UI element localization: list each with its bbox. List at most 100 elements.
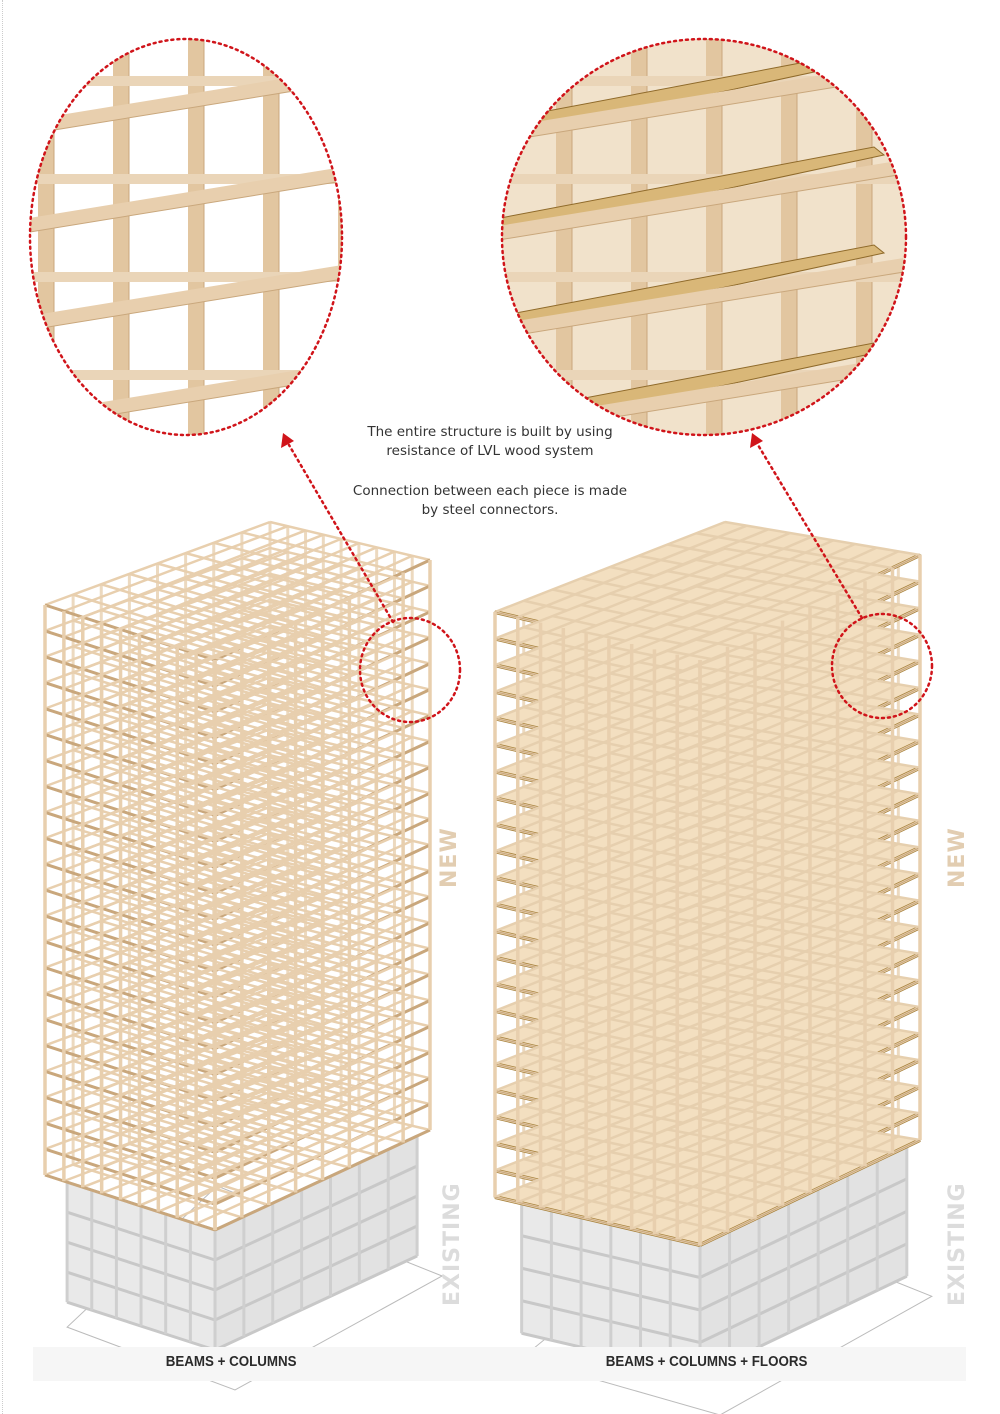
beam [724,786,921,823]
beams-columns-floors-building [493,520,933,1414]
beam [129,572,296,624]
edge-beam [44,1173,216,1232]
beam [523,1184,728,1234]
beam [724,866,921,902]
beam [269,520,431,562]
existing-slab [214,1194,418,1292]
edge-beam [44,1121,216,1180]
edge-beam [44,862,216,921]
arrowhead-icon [281,433,294,448]
beam [724,1052,921,1089]
detail-beam [30,258,342,342]
caption-beams-columns: BEAMS + COLUMNS [165,1354,297,1370]
edge-beam [44,655,216,714]
existing-slab [699,1242,908,1344]
detail-beam [502,160,906,244]
detail-beam-edge [502,271,905,343]
beam [696,638,893,676]
existing-slab [214,1224,418,1322]
beam [724,813,921,849]
edge-beam [44,1147,216,1206]
detail-beam [30,160,342,244]
callout-markers [28,37,934,724]
edge-beam [44,784,216,843]
beam [724,760,921,796]
new-label-right: NEW [945,827,970,888]
beam [724,680,921,716]
edge-beam [44,1018,216,1076]
page-edge-divider [2,0,3,1414]
detail-beam-edge [30,271,342,343]
beam [724,1079,921,1115]
edge-beam [44,1069,216,1128]
connection-note: Connection between each piece is made by… [330,482,650,520]
detail-beam [0,461,386,531]
note-line-2: resistance of LVL wood system [386,443,594,459]
edge-beam [44,836,216,895]
detail-beam-edge [502,75,905,147]
beam [157,562,323,612]
caption-bar [33,1347,966,1381]
detail-beam [30,39,342,48]
detail-callout-circle-left [28,37,344,437]
beam [696,532,893,570]
beam [724,919,921,956]
beam [724,972,921,1009]
edge-beam [44,629,216,688]
callout-leader-left [287,443,395,624]
beam [724,839,921,876]
existing-label-left: EXISTING [440,1182,465,1306]
beam [213,541,377,587]
beam [724,893,921,929]
new-label-left: NEW [437,827,462,888]
beam [724,600,921,637]
existing-label-right: EXISTING [945,1182,970,1306]
existing-slab [699,1177,908,1279]
beam [724,946,921,982]
edge-beam [44,733,216,791]
existing-slab [214,1254,418,1352]
beam [724,627,921,663]
beam [696,611,893,650]
edge-beam [44,810,216,869]
detail-beam-edge [502,173,905,245]
zoom-marker-circle-left [358,616,462,724]
edge-beam [44,966,216,1025]
edge-beam [44,681,216,740]
beam [724,573,921,610]
beam [724,1025,921,1062]
edge-beam [44,759,216,817]
beam [580,1162,783,1207]
edge-beam [494,1196,701,1246]
edge-beam [44,992,216,1051]
structure-note: The entire structure is built by using r… [330,423,650,461]
caption-beams-columns-floors: BEAMS + COLUMNS + FLOORS [605,1354,808,1370]
beam [241,531,404,574]
beam [724,547,921,583]
beam [696,585,893,623]
edge-beam [44,603,216,662]
edge-beam [44,1095,216,1154]
beam [638,1139,838,1181]
beam [696,558,893,596]
detail-beam [502,258,906,342]
zoom-marker-circle-right [830,612,934,720]
edge-beam [44,707,216,766]
beam [724,733,921,769]
existing-slab [699,1209,908,1312]
note-line-3: Connection between each piece is made [352,483,628,499]
edge-beam [44,914,216,973]
beam [609,1150,811,1194]
edge-beam [44,888,216,947]
detail-callout-circle-right [500,37,908,437]
beam [724,520,921,557]
detail-beam [502,39,906,48]
beam [724,999,921,1035]
note-line-1: The entire structure is built by using [367,424,613,440]
beam [724,1105,921,1142]
arrowhead-icon [750,433,763,448]
existing-slab [214,1164,418,1262]
edge-beam [44,1044,216,1102]
